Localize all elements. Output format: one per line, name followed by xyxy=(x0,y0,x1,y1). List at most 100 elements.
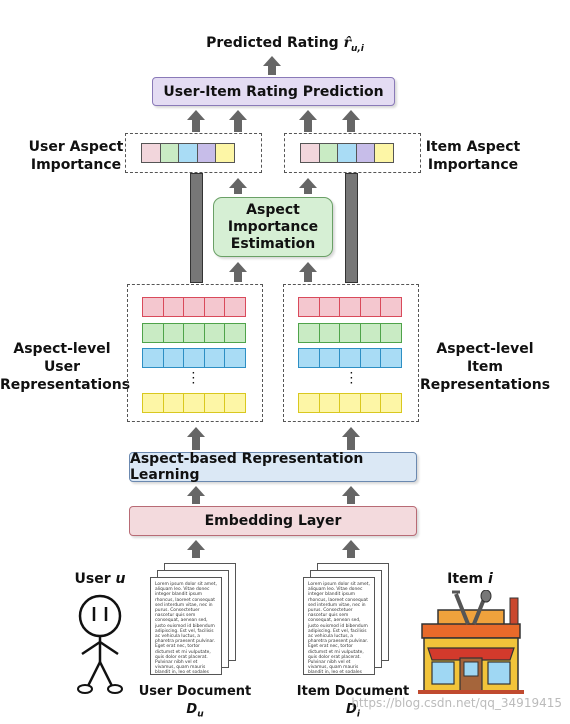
arrow-shaft xyxy=(192,120,200,132)
user-aspect-importance-vector xyxy=(141,143,235,163)
vector-cell xyxy=(183,348,205,368)
up-arrow-icon xyxy=(229,178,247,188)
up-arrow-icon xyxy=(342,540,360,550)
vector-cell xyxy=(298,348,320,368)
vector-cell xyxy=(339,323,361,343)
item-document-label: Item Document Di xyxy=(288,683,418,724)
vector-cell xyxy=(374,143,394,163)
vector-cell xyxy=(337,143,357,163)
user-variable: u xyxy=(115,571,126,587)
aspect-based-representation-learning-box: Aspect-based Representation Learning xyxy=(129,451,417,483)
embedding-layer-box: Embedding Layer xyxy=(129,506,417,536)
vector-cell xyxy=(318,348,341,368)
vector-cell xyxy=(355,143,376,163)
vector-cell xyxy=(183,393,205,413)
up-arrow-icon xyxy=(187,427,205,437)
vector-cell xyxy=(162,297,185,317)
watermark: https://blog.csdn.net/qq_34919415 xyxy=(351,696,562,710)
vector-cell xyxy=(298,297,320,317)
vector-cell xyxy=(203,323,226,343)
up-arrow-icon xyxy=(187,540,205,550)
vector-cell xyxy=(318,297,341,317)
arrow-shaft xyxy=(347,496,355,504)
vector-cell xyxy=(359,348,382,368)
rating-subscript: u,i xyxy=(350,43,364,54)
vector-cell xyxy=(215,143,235,163)
item-representations-frame xyxy=(283,284,419,422)
user-representations-frame xyxy=(127,284,263,422)
item-document-stack: Lorem ipsum dolor sit amet, aliquam leo.… xyxy=(303,563,393,681)
up-arrow-icon xyxy=(299,178,317,188)
item-green-vector xyxy=(298,323,402,343)
vector-cell xyxy=(318,143,339,163)
restaurant-item-icon xyxy=(418,590,524,694)
item-document-var: D xyxy=(346,702,357,717)
vector-cell xyxy=(196,143,217,163)
item-yellow-vector xyxy=(298,393,402,413)
user-aspect-importance-frame xyxy=(125,133,262,173)
vector-cell xyxy=(298,393,320,413)
stick-figure-user-icon xyxy=(77,594,123,694)
user-aspect-importance-label: User Aspect Importance xyxy=(28,139,124,173)
up-arrow-icon xyxy=(342,110,360,120)
arrow-shaft xyxy=(304,272,312,282)
item-aspect-importance-label: Item Aspect Importance xyxy=(425,139,521,173)
arrow-shaft xyxy=(347,120,355,132)
vector-cell xyxy=(142,393,164,413)
user-document-text: User Document xyxy=(138,684,252,699)
arrow-shaft xyxy=(304,120,312,132)
ellipsis-dots: ··· xyxy=(350,368,354,389)
vector-cell xyxy=(183,323,205,343)
vector-cell xyxy=(359,393,382,413)
document-page: Lorem ipsum dolor sit amet, aliquam leo.… xyxy=(303,577,375,675)
item-blue-vector xyxy=(298,348,402,368)
user-document-stack: Lorem ipsum dolor sit amet, aliquam leo.… xyxy=(150,563,240,681)
up-arrow-icon xyxy=(342,486,360,496)
vector-cell xyxy=(183,297,205,317)
vector-cell xyxy=(203,297,226,317)
vector-cell xyxy=(142,297,164,317)
vector-cell xyxy=(142,348,164,368)
item-label: Item i xyxy=(430,570,510,588)
up-arrow-icon xyxy=(299,110,317,120)
vector-cell xyxy=(162,348,185,368)
user-document-var: D xyxy=(186,702,198,717)
user-green-vector xyxy=(142,323,246,343)
arrow-shaft xyxy=(234,272,242,282)
vector-cell xyxy=(141,143,161,163)
user-label-text: User xyxy=(74,571,111,587)
rating-symbol: r̂ xyxy=(343,35,351,51)
user-blue-vector xyxy=(142,348,246,368)
arrow-shaft xyxy=(192,437,200,450)
vector-cell xyxy=(224,323,246,343)
predicted-rating-title: Predicted Rating r̂u,i xyxy=(170,34,400,58)
vector-cell xyxy=(142,323,164,343)
vector-cell xyxy=(339,393,361,413)
vector-cell xyxy=(359,323,382,343)
user-document-sub: u xyxy=(197,709,204,720)
aspect-importance-estimation-box: Aspect Importance Estimation xyxy=(213,197,333,257)
vector-cell xyxy=(159,143,180,163)
aspect-level-user-label: Aspect-level User Representations xyxy=(0,341,131,393)
vector-cell xyxy=(318,323,341,343)
arrow-shaft xyxy=(192,550,200,558)
document-page: Lorem ipsum dolor sit amet, aliquam leo.… xyxy=(150,577,222,675)
vector-cell xyxy=(162,323,185,343)
item-red-vector xyxy=(298,297,402,317)
vector-cell xyxy=(380,348,402,368)
up-arrow-icon xyxy=(187,110,205,120)
arrow-shaft xyxy=(192,496,200,504)
arrow-shaft xyxy=(234,188,242,194)
item-aspect-importance-vector xyxy=(300,143,394,163)
vector-cell xyxy=(178,143,198,163)
user-bypass-bar xyxy=(190,173,203,283)
vector-cell xyxy=(224,348,246,368)
vector-cell xyxy=(339,297,361,317)
up-arrow-icon xyxy=(229,110,247,120)
vector-cell xyxy=(162,393,185,413)
user-yellow-vector xyxy=(142,393,246,413)
vector-cell xyxy=(298,323,320,343)
vector-cell xyxy=(203,393,226,413)
arrow-shaft xyxy=(234,120,242,132)
vector-cell xyxy=(224,297,246,317)
